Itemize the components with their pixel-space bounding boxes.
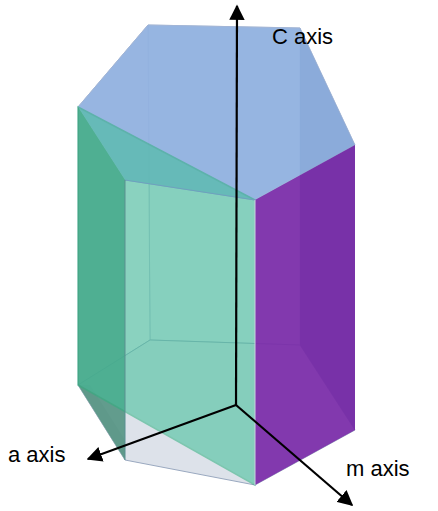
- a-plane: [78, 107, 255, 485]
- prism-edge: [125, 180, 126, 460]
- c-axis-label: C axis: [272, 26, 333, 48]
- a-axis-line: [88, 405, 236, 459]
- prism-edge: [255, 200, 256, 485]
- m-axis-line: [236, 405, 352, 505]
- c-axis-line: [236, 6, 237, 405]
- m-axis-label: m axis: [346, 458, 410, 480]
- a-axis-label: a axis: [8, 444, 65, 466]
